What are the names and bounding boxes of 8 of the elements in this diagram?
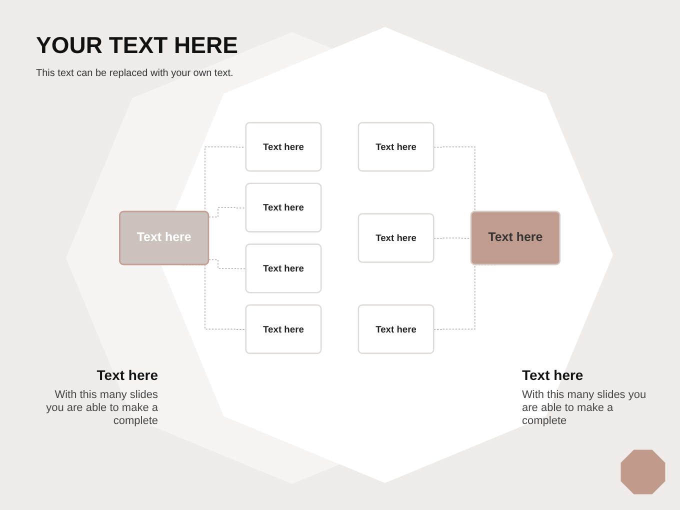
description-text: With this many slides you are able to make a complete (522, 389, 647, 429)
heading: Text here (522, 367, 584, 383)
subtitle: This text can be replaced with your own text. (36, 68, 234, 79)
description-text: With this many slides you are able to make a complete (45, 389, 158, 429)
heading: Text here (96, 367, 158, 383)
title: YOUR TEXT HERE (36, 32, 238, 59)
connector (208, 207, 247, 218)
connector (208, 259, 247, 270)
